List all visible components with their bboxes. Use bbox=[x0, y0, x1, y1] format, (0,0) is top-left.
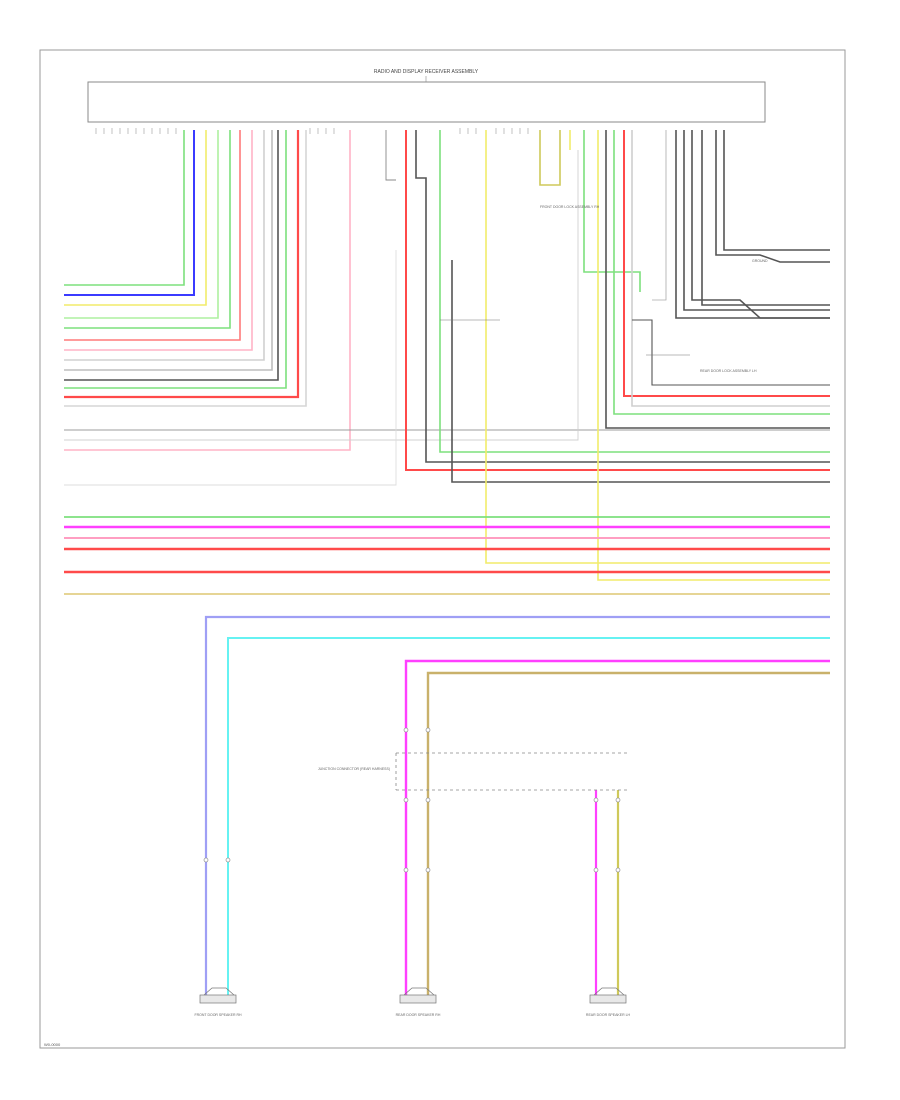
wire-black-11 bbox=[723, 130, 830, 251]
wire-gray-7 bbox=[385, 130, 396, 181]
pin-ticks bbox=[95, 128, 529, 134]
wire-green-5 bbox=[439, 130, 830, 453]
wire-bundle-left bbox=[64, 130, 830, 486]
footer-code: W0-0000 bbox=[44, 1042, 61, 1047]
wire-black-4 bbox=[605, 130, 830, 429]
wire-red-4 bbox=[623, 130, 830, 397]
wire-gray-8 bbox=[631, 130, 830, 407]
wire-gray-5 bbox=[64, 150, 579, 441]
wire-gray-2 bbox=[64, 130, 273, 371]
wire-pink-1 bbox=[64, 130, 253, 351]
speaker-rear-lh: REAR DOOR SPEAKER LH bbox=[586, 987, 631, 1017]
wire-magenta-2 bbox=[404, 659, 830, 995]
wire-gray-1 bbox=[64, 130, 265, 361]
connector-marks bbox=[203, 727, 621, 873]
wire-yellow-4 bbox=[597, 130, 830, 581]
main-unit-box bbox=[87, 81, 766, 123]
speaker-rear-rh: REAR DOOR SPEAKER RH bbox=[396, 987, 441, 1017]
speaker-front-rh: FRONT DOOR SPEAKER RH bbox=[195, 987, 242, 1017]
wire-red-1 bbox=[64, 130, 241, 341]
speaker-rear-rh-label: REAR DOOR SPEAKER RH bbox=[396, 1013, 441, 1017]
ground-label: GROUND bbox=[752, 259, 768, 263]
wire-black-7 bbox=[683, 130, 830, 311]
wire-green-6 bbox=[583, 130, 641, 292]
wire-green-4 bbox=[64, 130, 287, 389]
wire-yellow-2 bbox=[485, 130, 830, 564]
wire-black-8 bbox=[691, 130, 830, 319]
wire-green-2 bbox=[64, 130, 219, 319]
wire-red-2 bbox=[64, 130, 300, 399]
main-unit: RADIO AND DISPLAY RECEIVER ASSEMBLY bbox=[87, 69, 766, 123]
junction-label: JUNCTION CONNECTOR (REAR HARNESS) bbox=[318, 767, 390, 771]
wire-black-1 bbox=[64, 130, 279, 381]
wire-green-3 bbox=[64, 130, 231, 329]
main-unit-title: RADIO AND DISPLAY RECEIVER ASSEMBLY bbox=[374, 69, 479, 75]
speaker-rear-rh-icon bbox=[403, 987, 435, 996]
wire-red-3 bbox=[405, 130, 830, 471]
wire-yellow-1 bbox=[64, 130, 207, 306]
door-lock-lh-label: REAR DOOR LOCK ASSEMBLY LH bbox=[700, 369, 757, 373]
wire-blue-1 bbox=[64, 130, 195, 296]
speaker-front-rh-icon bbox=[203, 987, 235, 996]
wire-tan-2 bbox=[426, 671, 830, 995]
speaker-rear-rh-body bbox=[399, 994, 437, 1004]
diagram-frame bbox=[39, 49, 846, 1049]
junction-connector: JUNCTION CONNECTOR (REAR HARNESS) bbox=[318, 752, 630, 791]
wire-green-1 bbox=[64, 130, 185, 286]
door-lock-rh-label: FRONT DOOR LOCK ASSEMBLY RH bbox=[540, 205, 600, 209]
wire-olive-1 bbox=[539, 130, 561, 186]
wire-bundle-right bbox=[539, 130, 830, 581]
speaker-rear-lh-label: REAR DOOR SPEAKER LH bbox=[586, 1013, 631, 1017]
wire-black-3 bbox=[451, 260, 830, 483]
wire-cyan-1 bbox=[227, 637, 830, 995]
wire-black-2 bbox=[415, 130, 830, 463]
wire-green-7 bbox=[613, 130, 830, 415]
callouts: FRONT DOOR LOCK ASSEMBLY RH REAR DOOR LO… bbox=[440, 205, 768, 373]
wire-pink-2 bbox=[64, 130, 351, 451]
wire-black-6 bbox=[675, 130, 830, 319]
speaker-rear-lh-icon bbox=[593, 987, 625, 996]
wire-black-9 bbox=[701, 130, 830, 306]
speaker-wires bbox=[204, 615, 830, 995]
wire-gray-3 bbox=[64, 130, 307, 407]
wire-bundle-middle bbox=[385, 130, 830, 564]
speaker-front-rh-body bbox=[199, 994, 237, 1004]
wire-violet-1 bbox=[204, 615, 830, 995]
wire-black-5 bbox=[632, 319, 830, 386]
wire-bundle-lower bbox=[64, 516, 830, 595]
wire-gray-6 bbox=[64, 250, 397, 486]
speaker-front-rh-label: FRONT DOOR SPEAKER RH bbox=[195, 1013, 242, 1017]
speaker-rear-lh-body bbox=[589, 994, 627, 1004]
wire-gray-9 bbox=[652, 130, 667, 301]
wire-black-10 bbox=[715, 130, 830, 263]
